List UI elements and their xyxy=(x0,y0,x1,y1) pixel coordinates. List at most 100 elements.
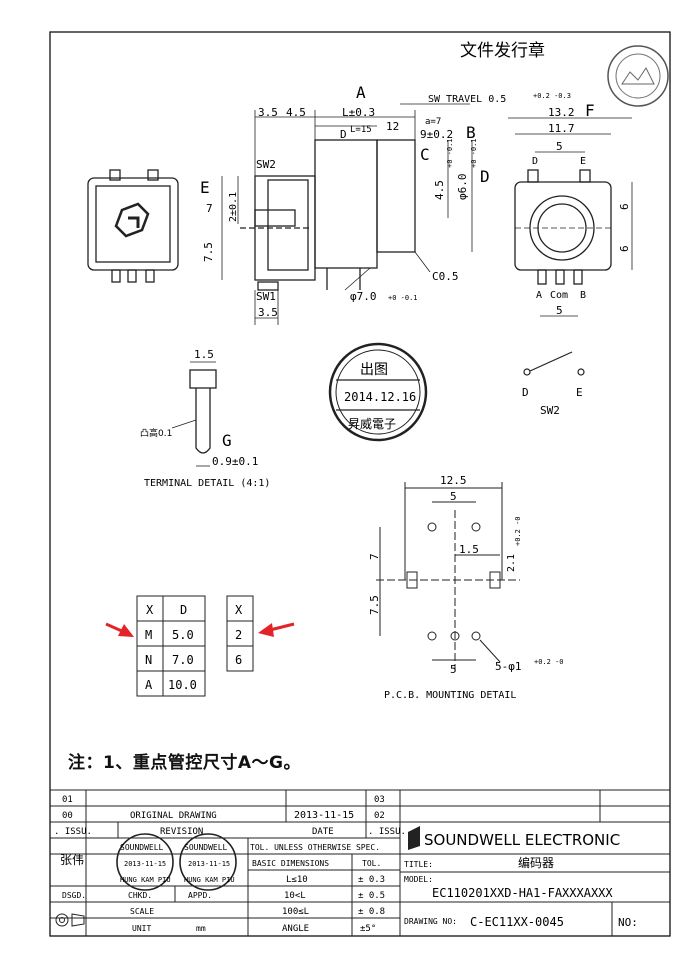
dim-6-upper: 6 xyxy=(618,203,631,210)
tol-row-2-val: ± 0.5 xyxy=(358,891,385,901)
dim-L15: L=15 xyxy=(350,125,372,135)
rev-02: 02 xyxy=(374,811,385,821)
release-stamp-text: 文件发行章 xyxy=(460,41,545,61)
xd-row-m-d: 5.0 xyxy=(172,628,194,642)
title-block-grid xyxy=(49,789,671,937)
revision-label: REVISION xyxy=(160,827,203,837)
sw2-E: E xyxy=(576,386,583,399)
side-view-body xyxy=(514,169,612,285)
date-label: DATE xyxy=(312,827,334,837)
pcb-dim-5-bottom: 5 xyxy=(450,663,457,676)
projection-symbol-icon xyxy=(55,913,85,927)
tol-row-2-dim: 10<L xyxy=(284,891,306,901)
dim-13-2: 13.2 xyxy=(548,106,575,119)
pin-A: A xyxy=(536,290,542,301)
svg-text:HUNG KAM PIU: HUNG KAM PIU xyxy=(184,876,235,884)
unit-value: mm xyxy=(196,924,206,933)
pcb-dim-12-5: 12.5 xyxy=(440,474,467,487)
label-E: E xyxy=(200,178,210,197)
front-dimension-lines xyxy=(221,103,473,325)
tol-row-4-dim: ANGLE xyxy=(282,924,309,934)
dim-3-5-top: 3.5 xyxy=(258,106,278,119)
chkd-label: CHKD. xyxy=(128,891,152,900)
svg-text:昇威電子: 昇威電子 xyxy=(348,417,396,431)
xd-row-n-d: 7.0 xyxy=(172,653,194,667)
dim-12: 12 xyxy=(386,120,399,133)
sheet-border xyxy=(49,31,671,937)
dim-11-7: 11.7 xyxy=(548,122,575,135)
rev-00: 00 xyxy=(62,811,73,821)
approval-seal-2: SOUNDWELL 2013-11-15 HUNG KAM PIU xyxy=(179,833,237,891)
pcb-detail xyxy=(376,482,520,670)
company-logo-icon xyxy=(408,826,420,850)
xd-row-a-d: 10.0 xyxy=(168,678,197,692)
dim-D: D xyxy=(340,128,347,141)
side-dimension-lines xyxy=(508,117,633,317)
pcb-caption: P.C.B. MOUNTING DETAIL xyxy=(384,690,516,701)
title-value: 编码器 xyxy=(518,855,554,870)
tolerance-note: +0 -0.1 xyxy=(470,138,478,168)
tol-row-1-val: ± 0.3 xyxy=(358,875,385,885)
pcb-dim-7-5: 7.5 xyxy=(368,595,381,615)
sw-travel: SW TRAVEL 0.5 xyxy=(428,94,506,105)
svg-text:SOUNDWELL: SOUNDWELL xyxy=(120,843,164,852)
label-C: C xyxy=(420,145,430,164)
unit-label: UNIT xyxy=(132,924,151,933)
drawing-no-label: DRAWING NO: xyxy=(404,917,457,926)
sw-travel-tol: +0.2 -0.3 xyxy=(533,92,571,100)
approval-seal-1: SOUNDWELL 2013-11-15 HUNG KAM PIU xyxy=(116,833,174,891)
dim-7-5-front: 7.5 xyxy=(202,242,215,262)
dim-9: 9±0.2 xyxy=(420,128,453,141)
pcb-dim-1-5: 1.5 xyxy=(459,543,479,556)
tol-row-3-val: ± 0.8 xyxy=(358,907,385,917)
drawing-no-value: C-EC11XX-0045 xyxy=(470,915,564,929)
dim-A: A xyxy=(356,83,366,102)
terminal-caption: TERMINAL DETAIL (4:1) xyxy=(144,478,270,489)
label-D-front: D xyxy=(480,167,490,186)
tol-header: TOL. UNLESS OTHERWISE SPEC. xyxy=(250,843,380,852)
original-drawing: ORIGINAL DRAWING xyxy=(130,811,217,821)
company-seal xyxy=(607,45,669,107)
svg-text:SOUNDWELL: SOUNDWELL xyxy=(184,843,228,852)
control-note: 注：1、重点管控尺寸A～G。 xyxy=(68,753,301,773)
dim-phi7: φ7.0 xyxy=(350,290,377,303)
pcb-dim-2-1: 2.1 xyxy=(506,554,517,572)
pcb-dim-5-top: 5 xyxy=(450,490,457,503)
terminal-dim-1-5: 1.5 xyxy=(194,348,214,361)
dim-5-bottom-side: 5 xyxy=(556,304,563,317)
svg-text:出图: 出图 xyxy=(360,362,388,378)
model-label: MODEL: xyxy=(404,875,433,884)
xd-row-m-x: M xyxy=(145,628,152,642)
tol-row-3-dim: 100≤L xyxy=(282,907,309,917)
x-row-1: 2 xyxy=(235,628,242,642)
dim-2-vert: 2±0.1 xyxy=(228,192,239,222)
x-header: X xyxy=(235,603,243,617)
label-B: B xyxy=(466,123,476,142)
tol-label: TOL. xyxy=(362,859,381,868)
xd-table xyxy=(136,595,206,697)
pin-B: B xyxy=(580,290,586,301)
red-arrow-right xyxy=(258,622,295,637)
tol-row-1-dim: L≤10 xyxy=(286,875,308,885)
model-value: EC110201XXD-HA1-FAXXXAXXX xyxy=(432,886,613,900)
rev-03: 03 xyxy=(374,795,385,805)
dim-6-lower: 6 xyxy=(618,245,631,252)
dim-L: L±0.3 xyxy=(342,106,375,119)
dim-a7: a=7 xyxy=(425,117,441,127)
xd-header-x: X xyxy=(146,603,154,617)
label-F: F xyxy=(585,101,595,120)
sw2-symbol xyxy=(523,351,585,376)
no-label: NO: xyxy=(618,916,638,929)
terminal-detail xyxy=(171,361,217,467)
issu-label: . ISSU. xyxy=(54,827,92,837)
scale-label: SCALE xyxy=(130,907,154,916)
pin-E: E xyxy=(580,156,586,167)
sw2-label: SW2 xyxy=(540,404,560,417)
tolerance-note: +0.2 -0 xyxy=(514,516,522,546)
svg-text:2013-11-15: 2013-11-15 xyxy=(188,860,230,868)
dim-5-side: 5 xyxy=(556,140,563,153)
dim-4-5-vert: 4.5 xyxy=(433,180,446,200)
label-sw2: SW2 xyxy=(256,158,276,171)
sw2-D: D xyxy=(522,386,529,399)
